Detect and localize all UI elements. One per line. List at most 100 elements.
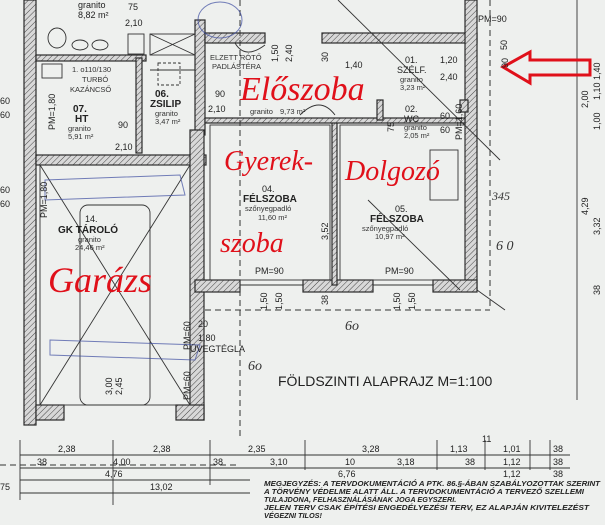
room-number: 04. bbox=[262, 184, 275, 194]
dim-label: 1,50 bbox=[270, 44, 280, 62]
note-line: A TÖRVÉNY VÉDELME ALATT ÁLL. A TERVDOKUM… bbox=[263, 487, 585, 496]
room-number: 14. bbox=[85, 214, 98, 224]
room-material: granito bbox=[155, 109, 178, 118]
dim-label: 2,10 bbox=[125, 18, 143, 28]
dim-label: 1,40 bbox=[345, 60, 363, 70]
annotation-dolgozo: Dolgozó bbox=[344, 156, 440, 187]
room-name: SZÉLF. bbox=[397, 65, 427, 75]
dim-label: 2,38 bbox=[153, 444, 171, 454]
drawing-title: FÖLDSZINTI ALAPRAJZ M=1:100 bbox=[278, 372, 493, 389]
dim-label: 1,50 bbox=[274, 292, 284, 310]
note-line: TULAJDONA, FELHASZNÁLÁSÁNAK JOGA EGYSZER… bbox=[264, 495, 456, 504]
dim-label: 90 bbox=[118, 120, 128, 130]
dim-label: 75 bbox=[0, 482, 10, 492]
window-label: PM=1,80 bbox=[39, 182, 49, 218]
room-area: 9,73 m² bbox=[280, 107, 306, 116]
room-name: HT bbox=[75, 114, 88, 125]
room-material: granito bbox=[78, 235, 101, 244]
note-line: MEGJEGYZÉS: A TERVDOKUMENTÁCIÓ A PTK. 86… bbox=[264, 479, 601, 488]
dim-label: 75 bbox=[386, 122, 396, 132]
dim-label: 60 bbox=[0, 185, 10, 195]
dim-label: 1,12 bbox=[503, 469, 521, 479]
room-area: 3,47 m² bbox=[155, 117, 181, 126]
dim-label: 2,38 bbox=[58, 444, 76, 454]
room-material: granito bbox=[68, 124, 91, 133]
dim-label: 38 bbox=[553, 469, 563, 479]
window-label: PM=1,60 bbox=[454, 104, 464, 140]
room-name: ZSILIP bbox=[150, 99, 181, 110]
room-area: 24,46 m² bbox=[75, 243, 105, 252]
annotation-szoba: szoba bbox=[220, 228, 284, 259]
room-material: szőnyegpadló bbox=[245, 204, 291, 213]
window-label: PM=1,80 bbox=[47, 94, 57, 130]
room-number: 07. bbox=[73, 104, 87, 115]
dim-label: 11 bbox=[482, 434, 491, 444]
walls bbox=[23, 0, 478, 426]
dim-label: 2,40 bbox=[440, 72, 458, 82]
dim-label: 90 bbox=[500, 58, 510, 68]
dim-label: 10 bbox=[345, 457, 355, 467]
glass-block-label: ÜVEGTÉGLA bbox=[190, 344, 245, 354]
annotation-garazs: Garázs bbox=[48, 260, 152, 300]
dim-label: 38 bbox=[213, 457, 223, 467]
ht-note: TURBÓ bbox=[82, 75, 108, 84]
dim-label: 4,00 bbox=[113, 457, 131, 467]
dim-label: 90 bbox=[215, 89, 225, 99]
room-name: FÉLSZOBA bbox=[370, 212, 424, 225]
dimension-lines bbox=[19, 0, 578, 505]
ht-note: KAZÁNCSŐ bbox=[70, 85, 111, 94]
ht-note: 1. o110/130 bbox=[72, 65, 111, 74]
dim-label: 1,80 bbox=[198, 333, 216, 343]
dim-label: 3,32 bbox=[592, 217, 602, 235]
dim-label: 1,20 bbox=[440, 55, 458, 65]
dim-label: 2,10 bbox=[115, 142, 133, 152]
plan-dimension-labels: PM=90 PM=90 PM=90 ÜVEGTÉGLA 2,10 2,10 2,… bbox=[0, 2, 602, 400]
dim-label: 3,00 bbox=[104, 377, 114, 395]
room-material: granito bbox=[78, 0, 106, 10]
plan-lines bbox=[0, 0, 506, 466]
window-label: PM=90 bbox=[478, 14, 507, 24]
dim-label: 60 bbox=[440, 111, 450, 121]
dim-label: 60 bbox=[440, 125, 450, 135]
dim-label: 2,00 bbox=[580, 90, 590, 108]
room-number: 06. bbox=[155, 89, 169, 100]
room-area: 8,82 m² bbox=[78, 10, 109, 20]
dim-label: 2,35 bbox=[248, 444, 266, 454]
dim-label: 1,50 bbox=[407, 292, 417, 310]
window-label: PM=90 bbox=[255, 266, 284, 276]
room-name: WC bbox=[404, 114, 419, 124]
dim-label: 38 bbox=[465, 457, 475, 467]
dim-label: 4,76 bbox=[105, 469, 123, 479]
dim-label: 3,52 bbox=[320, 222, 330, 240]
room-area: 10,97 m² bbox=[375, 232, 405, 241]
dim-label: 4,29 bbox=[580, 197, 590, 215]
room-area: 5,91 m² bbox=[68, 132, 94, 141]
dim-label: 20 bbox=[198, 319, 208, 329]
room-name: FÉLSZOBA bbox=[243, 192, 297, 205]
handwritten-note: 6 0 bbox=[496, 239, 514, 254]
annotation-eloszoba: Előszoba bbox=[239, 71, 365, 108]
room-material: granito bbox=[404, 123, 427, 132]
note-line: VÉGEZNI TILOS! bbox=[264, 511, 323, 520]
dim-label: 60 bbox=[0, 199, 10, 209]
handwritten-note: 6o bbox=[248, 359, 262, 374]
dim-label: 75 bbox=[128, 2, 138, 12]
dim-label: 1,40 bbox=[592, 62, 602, 80]
dim-label: 2,45 bbox=[114, 377, 124, 395]
dim-label: 1,00 bbox=[592, 112, 602, 130]
legal-note: MEGJEGYZÉS: A TERVDOKUMENTÁCIÓ A PTK. 86… bbox=[263, 479, 601, 520]
arrow-annotation bbox=[499, 49, 592, 86]
room-number: 05. bbox=[395, 204, 408, 214]
room-area: 3,23 m² bbox=[400, 83, 426, 92]
room-area: 11,60 m² bbox=[258, 213, 288, 222]
attic-note: PADLÁSTÉRA bbox=[212, 62, 261, 71]
dim-label: 3,18 bbox=[397, 457, 415, 467]
room-material: granito bbox=[250, 107, 273, 116]
handwritten-notes: 6 0 6o 6o 345 bbox=[248, 189, 514, 374]
dim-label: 38 bbox=[553, 444, 563, 454]
note-line: JELEN TERV CSAK ÉPÍTÉSI ENGEDÉLYEZÉSI TE… bbox=[264, 503, 590, 512]
dim-label: 1,01 bbox=[503, 444, 521, 454]
dim-label: 1,13 bbox=[450, 444, 468, 454]
window-label: PM=60 bbox=[182, 321, 192, 350]
room-number: 02. bbox=[405, 104, 418, 114]
